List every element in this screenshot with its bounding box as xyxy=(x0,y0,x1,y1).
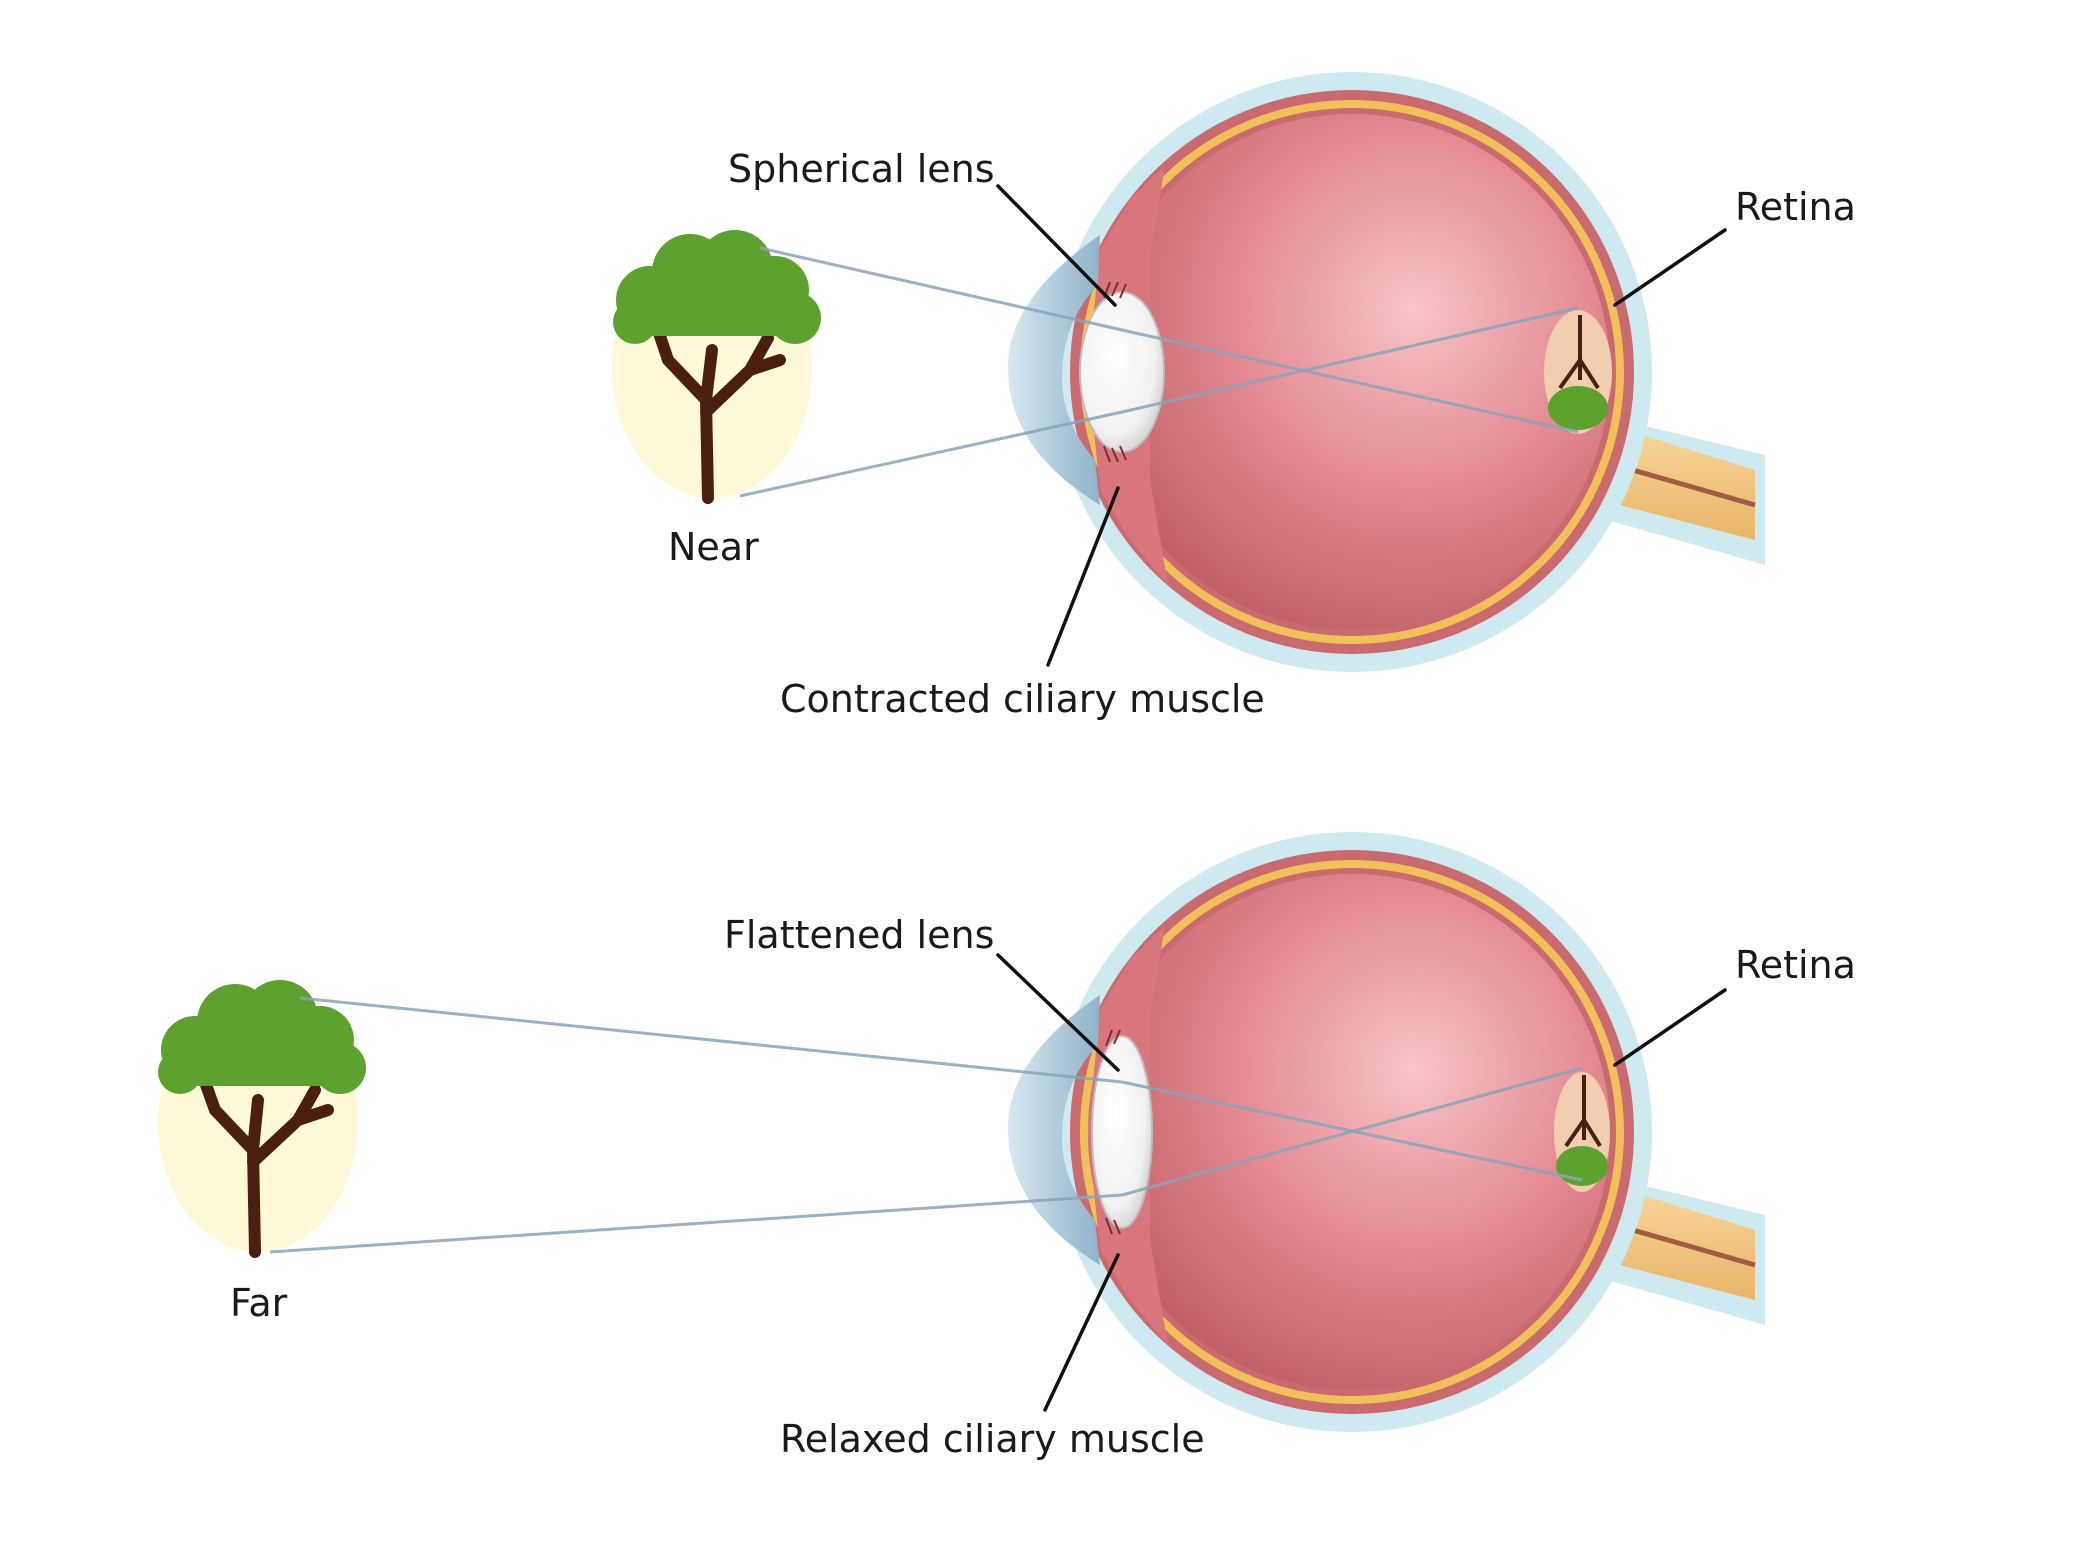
near-muscle-label: Contracted ciliary muscle xyxy=(780,677,1265,721)
near-panel: Near xyxy=(612,72,1856,721)
far-retina-leader xyxy=(1613,988,1727,1067)
near-light-rays xyxy=(739,246,1579,498)
near-ray-top-inner xyxy=(1121,328,1579,434)
near-lens-leader xyxy=(996,184,1117,307)
far-object-label: Far xyxy=(230,1281,288,1325)
near-ray-bottom-inner xyxy=(1121,306,1579,414)
far-muscle-leader xyxy=(1043,1253,1120,1412)
far-panel: Far xyxy=(158,832,1856,1461)
near-muscle-leader xyxy=(1046,486,1120,667)
far-lens-leader xyxy=(996,953,1120,1072)
near-ray-bottom xyxy=(739,410,1123,498)
near-ray-top xyxy=(759,246,1123,332)
near-retina-leader xyxy=(1613,228,1727,307)
near-cornea xyxy=(1007,235,1100,505)
far-eye xyxy=(1007,832,1765,1432)
near-retina-label: Retina xyxy=(1735,185,1856,229)
near-vitreous xyxy=(1094,114,1610,630)
far-tree-foliage xyxy=(158,980,366,1094)
near-object-label: Near xyxy=(668,525,759,569)
far-ciliary-muscle xyxy=(1105,1029,1121,1235)
near-tree-trunk xyxy=(652,324,786,504)
near-lens-spherical xyxy=(1079,291,1165,453)
far-ray-top xyxy=(299,996,1123,1084)
far-muscle-label: Relaxed ciliary muscle xyxy=(780,1417,1205,1461)
far-tree-trunk xyxy=(199,1076,334,1258)
far-ray-bottom-inner xyxy=(1121,1066,1583,1197)
far-tree-object xyxy=(158,980,366,1258)
far-light-rays xyxy=(269,996,1583,1254)
far-retina-band xyxy=(1080,860,1624,1404)
far-lens-flattened xyxy=(1091,1035,1153,1229)
near-lens-label: Spherical lens xyxy=(728,147,995,191)
near-tree-foliage xyxy=(613,230,821,344)
far-retina-label: Retina xyxy=(1735,943,1856,987)
near-retinal-image xyxy=(1544,310,1612,434)
near-tree-object xyxy=(612,230,821,504)
far-ray-bottom xyxy=(269,1193,1123,1254)
far-lens-label: Flattened lens xyxy=(724,913,994,957)
far-retinal-image xyxy=(1554,1072,1610,1192)
near-ciliary-muscle xyxy=(1103,281,1127,463)
near-eye xyxy=(1007,72,1765,672)
